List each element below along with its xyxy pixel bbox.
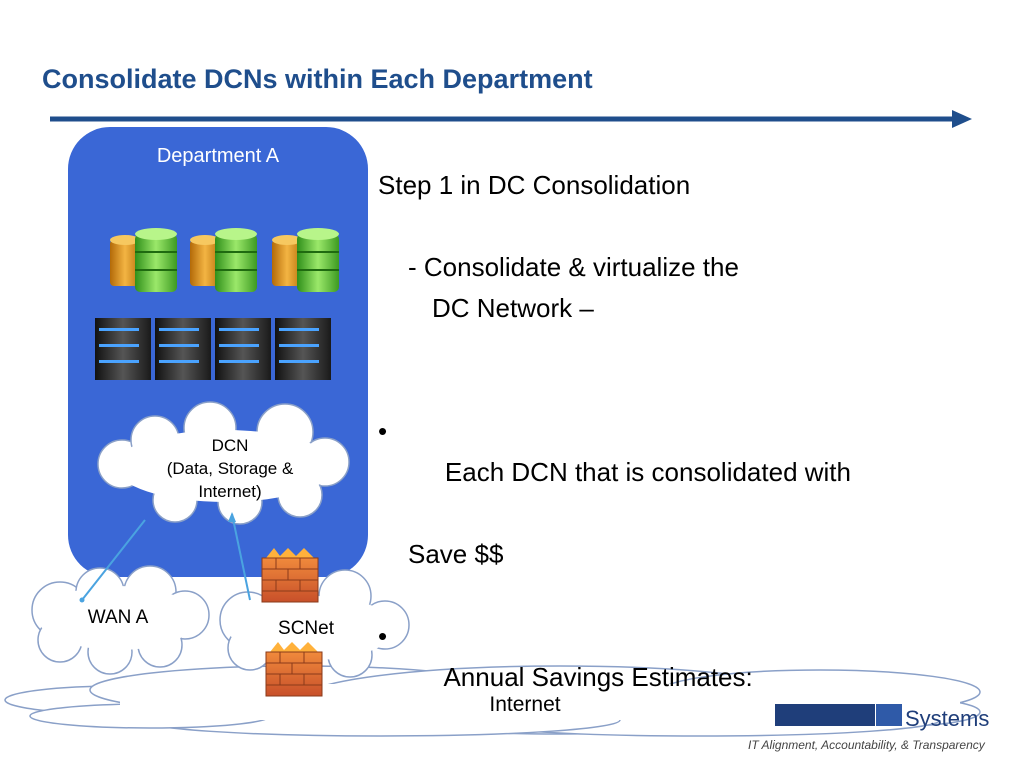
dcn-cloud-fill <box>115 430 335 502</box>
timeline-arrow <box>50 110 972 128</box>
dcn-label-line2: (Data, Storage & <box>166 459 294 478</box>
bullet-item-2: • Annual Savings Estimates: <box>378 575 978 739</box>
step-sub-line1: - Consolidate & virtualize the <box>408 252 739 282</box>
department-label: Department A <box>156 145 280 167</box>
footer-tagline: IT Alignment, Accountability, & Transpar… <box>748 738 985 752</box>
step-sub-line2: DC Network – <box>432 293 594 323</box>
bullet-item-1: • Each DCN that is consolidated with <box>378 370 978 534</box>
step-heading: Step 1 in DC Consolidation <box>378 170 691 200</box>
server-icon <box>95 318 151 380</box>
server-icon <box>155 318 211 380</box>
bullet-1-text: Each DCN that is consolidated with <box>444 457 851 487</box>
scnet-connector <box>231 513 251 601</box>
wan-cloud-fill <box>38 586 198 650</box>
bullet-2-text: Annual Savings Estimates: <box>443 662 753 692</box>
slide-title: Consolidate DCNs within Each Department <box>42 64 593 94</box>
server-icon <box>275 318 331 380</box>
scnet-cloud-label: SCNet <box>278 618 334 639</box>
step-text-block: Step 1 in DC Consolidation - Consolidate… <box>378 165 978 739</box>
dcn-cloud-label: DCN (Data, Storage & Internet) <box>140 432 320 505</box>
logo-mark <box>775 704 902 726</box>
database-icon <box>110 228 177 292</box>
bullet-1-continuation: Save $$ <box>408 539 504 569</box>
dcn-label-line3: Internet) <box>198 482 262 501</box>
wan-cloud-label: WAN A <box>87 607 149 628</box>
bullet-dot: • <box>378 416 388 446</box>
internet-cloud-label: Internet <box>489 693 561 716</box>
database-icon <box>190 228 257 292</box>
server-icon <box>215 318 271 380</box>
dcn-label-line1: DCN <box>211 436 249 455</box>
logo-text: Systems <box>905 706 990 731</box>
scnet-cloud-fill <box>228 596 396 660</box>
firewall-icon <box>265 642 323 697</box>
firewall-icon <box>261 548 319 603</box>
bullet-dot: • <box>378 621 388 651</box>
wan-connector <box>81 519 146 601</box>
database-icon <box>272 228 339 292</box>
